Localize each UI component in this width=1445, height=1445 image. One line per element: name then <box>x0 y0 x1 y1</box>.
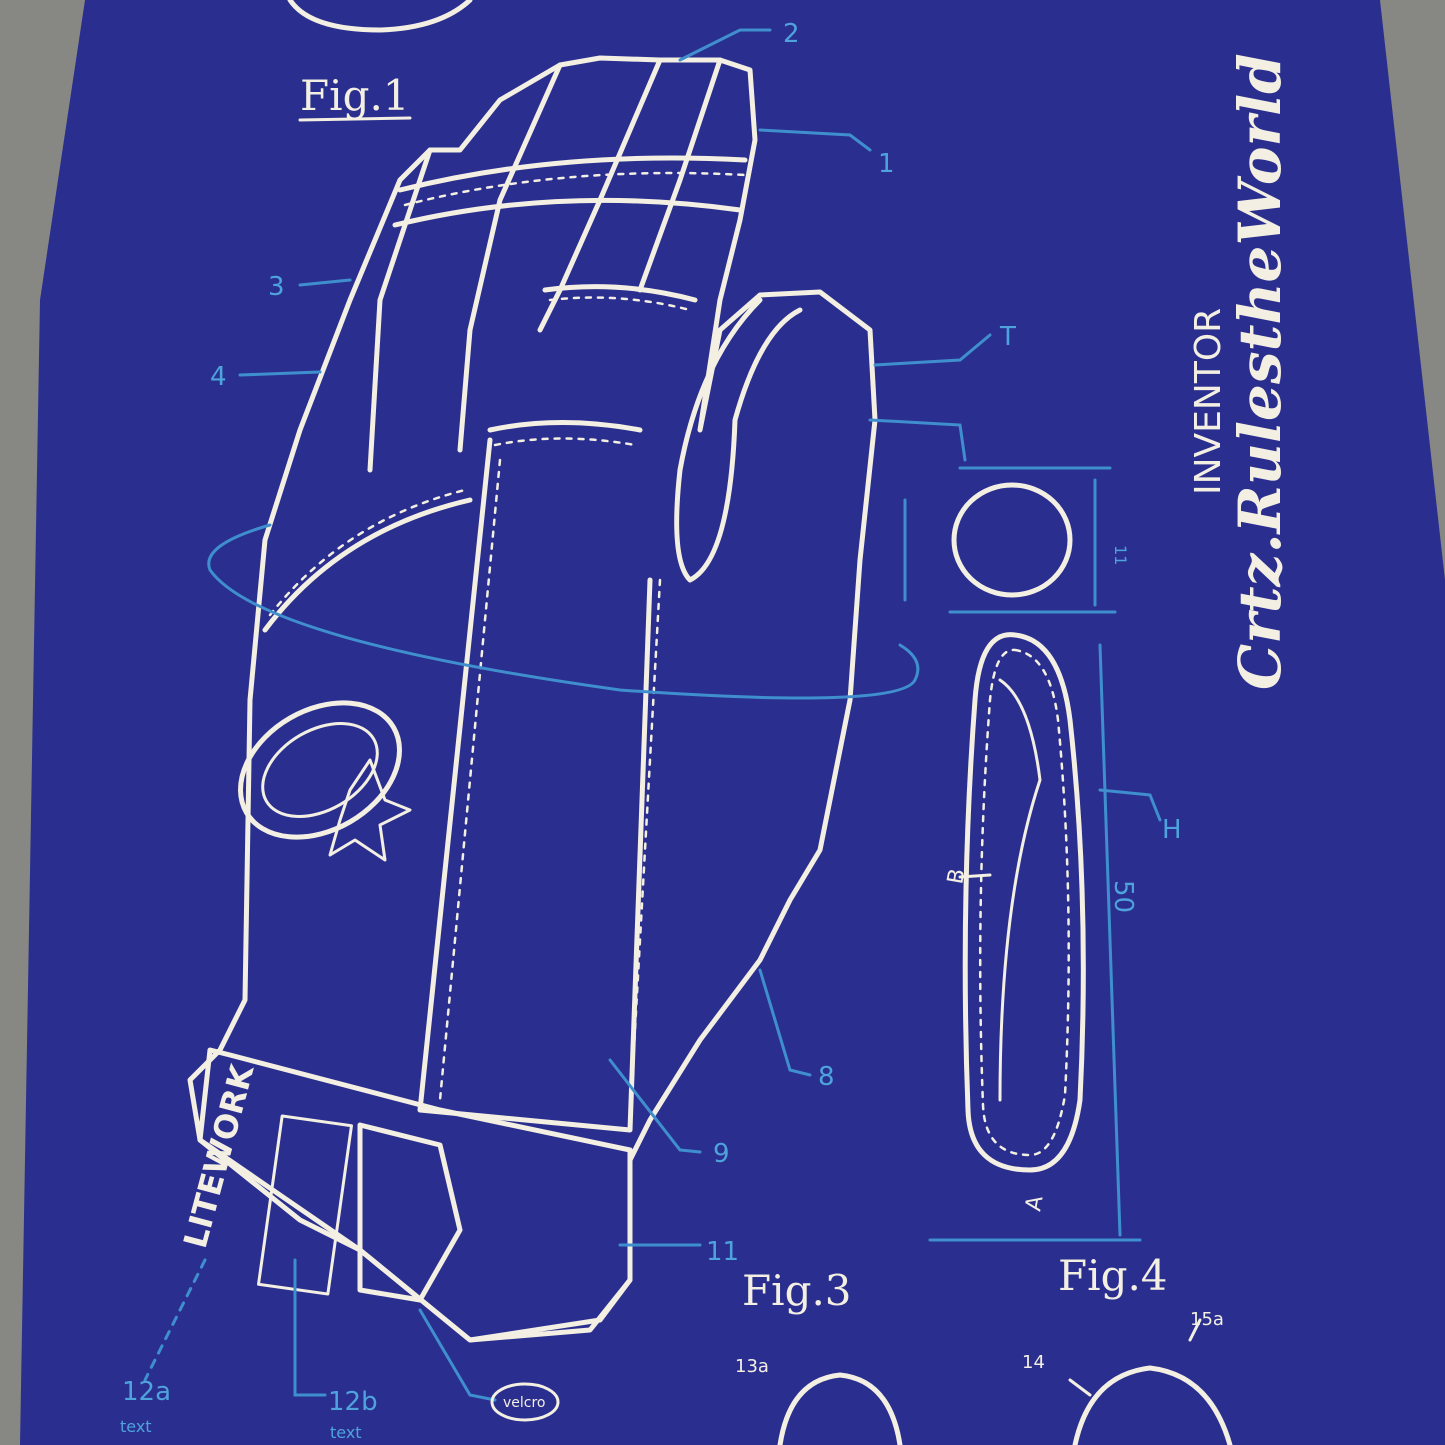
logo-outer <box>238 700 402 840</box>
leader-8 <box>758 968 812 1077</box>
label-8: 8 <box>818 1062 835 1092</box>
back-stitch <box>268 488 467 617</box>
leader-2 <box>678 28 772 62</box>
stitch-line-2 <box>628 578 662 1122</box>
inventor-name: Crtz.RulestheWorld <box>1226 53 1294 690</box>
leader-lines <box>143 28 992 1402</box>
label-1: 1 <box>878 149 895 179</box>
lower-stitch <box>493 437 637 447</box>
leader-H <box>1098 788 1162 822</box>
leader-B <box>958 873 992 879</box>
rotation-ellipse <box>207 523 920 700</box>
glove-outline <box>187 55 878 1343</box>
label-12a: 12a <box>122 1377 171 1407</box>
leader-3 <box>298 278 352 287</box>
fig4-title: Fig.4 <box>1058 1251 1168 1300</box>
fig3-drawing <box>777 1372 903 1445</box>
back-panel <box>262 497 473 633</box>
fig1-underline <box>298 116 412 122</box>
leader-12b <box>293 1258 327 1397</box>
sole-inner-line <box>998 678 1042 1102</box>
finger-line-4 <box>367 147 433 473</box>
label-text-1: text <box>120 1417 152 1436</box>
finger-line-1 <box>457 62 563 453</box>
label-12b: 12b <box>328 1387 378 1417</box>
strap-window <box>257 1114 353 1296</box>
label-11: 11 <box>706 1237 739 1267</box>
leader-1 <box>758 128 872 152</box>
label-T: T <box>999 322 1016 352</box>
leader-12a <box>143 1258 207 1382</box>
dimension-views: 11 <box>903 466 1162 1242</box>
palm-panel <box>417 437 653 1133</box>
fig1-title: Fig.1 <box>300 71 410 120</box>
mid-band <box>542 284 698 303</box>
label-4: 4 <box>210 362 227 392</box>
mid-stitch <box>548 296 692 312</box>
label-velcro: velcro <box>503 1395 546 1411</box>
finger-line-3 <box>637 57 723 293</box>
stitch-line-1 <box>438 458 502 1102</box>
label-14: 14 <box>1022 1352 1045 1373</box>
label-9: 9 <box>713 1139 730 1169</box>
strap-tab <box>357 1122 463 1303</box>
leader-top-dim <box>868 418 967 462</box>
label-50: 50 <box>1108 880 1138 913</box>
wrist-strap <box>197 1047 633 1343</box>
sole-stitch <box>978 648 1070 1157</box>
fig2-partial-drawing <box>287 0 473 33</box>
fig3-title: Fig.3 <box>742 1266 852 1315</box>
lower-band <box>487 420 643 433</box>
dim-label-11: 11 <box>1111 545 1130 565</box>
leader-4 <box>238 370 322 377</box>
label-text-2: text <box>330 1423 362 1442</box>
velcro-badge <box>490 1382 560 1422</box>
leader-T <box>873 333 992 367</box>
label-H: H <box>1162 815 1182 845</box>
inventor-heading: INVENTOR <box>1188 308 1229 495</box>
label-3: 3 <box>268 272 285 302</box>
knuckle-band-bottom <box>392 197 743 228</box>
sole-outline <box>962 632 1086 1173</box>
logo-inner <box>261 722 379 818</box>
finger-line-2 <box>537 57 663 333</box>
label-B: B <box>943 867 970 886</box>
dim-line-sole <box>1098 643 1122 1237</box>
leader-14 <box>1068 1378 1092 1397</box>
thumb-inner <box>674 297 803 583</box>
cross-section-ring <box>951 482 1073 598</box>
star-icon <box>328 758 412 862</box>
label-13a: 13a <box>735 1356 769 1377</box>
label-A: A <box>1021 1194 1048 1213</box>
leader-velcro <box>418 1308 497 1402</box>
knuckle-band-top <box>397 155 748 193</box>
leader-15a <box>1188 1318 1202 1342</box>
fig4-drawing <box>1072 1365 1233 1445</box>
leader-9 <box>608 1058 702 1154</box>
label-2: 2 <box>783 19 800 49</box>
